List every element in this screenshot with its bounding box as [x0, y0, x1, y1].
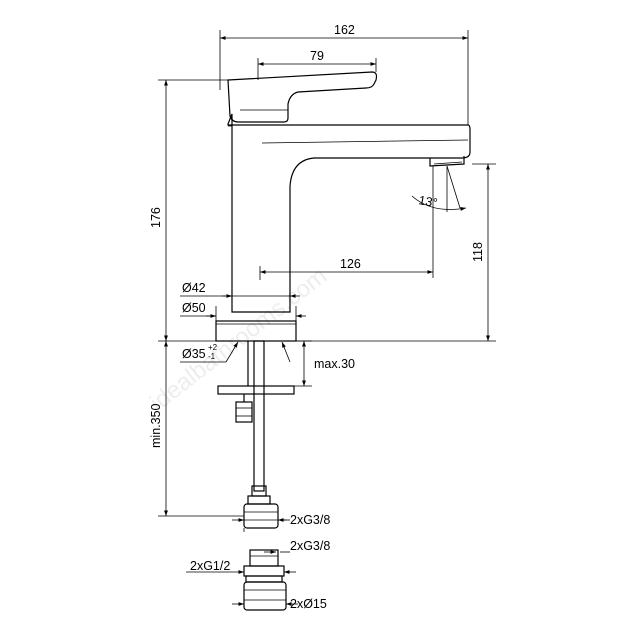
dim-hose-length: min.350: [149, 403, 163, 448]
dimension-lines: [158, 30, 496, 606]
hose-end-nut: [243, 503, 279, 529]
tap-body: [227, 113, 471, 313]
dim-handle-width: 79: [310, 49, 324, 63]
dim-adapter-lower-thread: 2xG1/2: [190, 559, 230, 573]
dim-total-height: 176: [149, 207, 163, 228]
dim-angle: 13°: [417, 193, 438, 210]
braided-hose: [253, 340, 265, 492]
dim-pipe-diameter: 2xØ15: [290, 597, 327, 611]
handle-lever: [227, 71, 378, 123]
dim-body-diameter: Ø42: [182, 281, 206, 295]
dim-base-diameter: Ø50: [182, 301, 206, 315]
dim-hole-tolerance-lower: -1: [208, 352, 216, 361]
dim-hole-tolerance-upper: +2: [208, 343, 218, 352]
dim-max-thickness: max.30: [314, 357, 355, 371]
dim-adapter-upper-thread: 2xG3/8: [290, 539, 330, 553]
mounting-plate: [217, 385, 295, 395]
dim-hose-thread: 2xG3/8: [290, 513, 330, 527]
tap-outline: [215, 71, 471, 611]
dimension-labels: 162 79 176 126 118 13° Ø42 Ø50 Ø35 +2 -1…: [149, 23, 485, 611]
dim-spout-height: 118: [471, 242, 485, 262]
dim-spout-reach: 126: [340, 257, 361, 271]
compression-nut: [243, 581, 287, 611]
fixing-nut: [235, 401, 253, 423]
aerator: [429, 156, 465, 167]
dim-hole-diameter: Ø35: [182, 347, 206, 361]
dim-overall-width: 162: [334, 23, 355, 37]
